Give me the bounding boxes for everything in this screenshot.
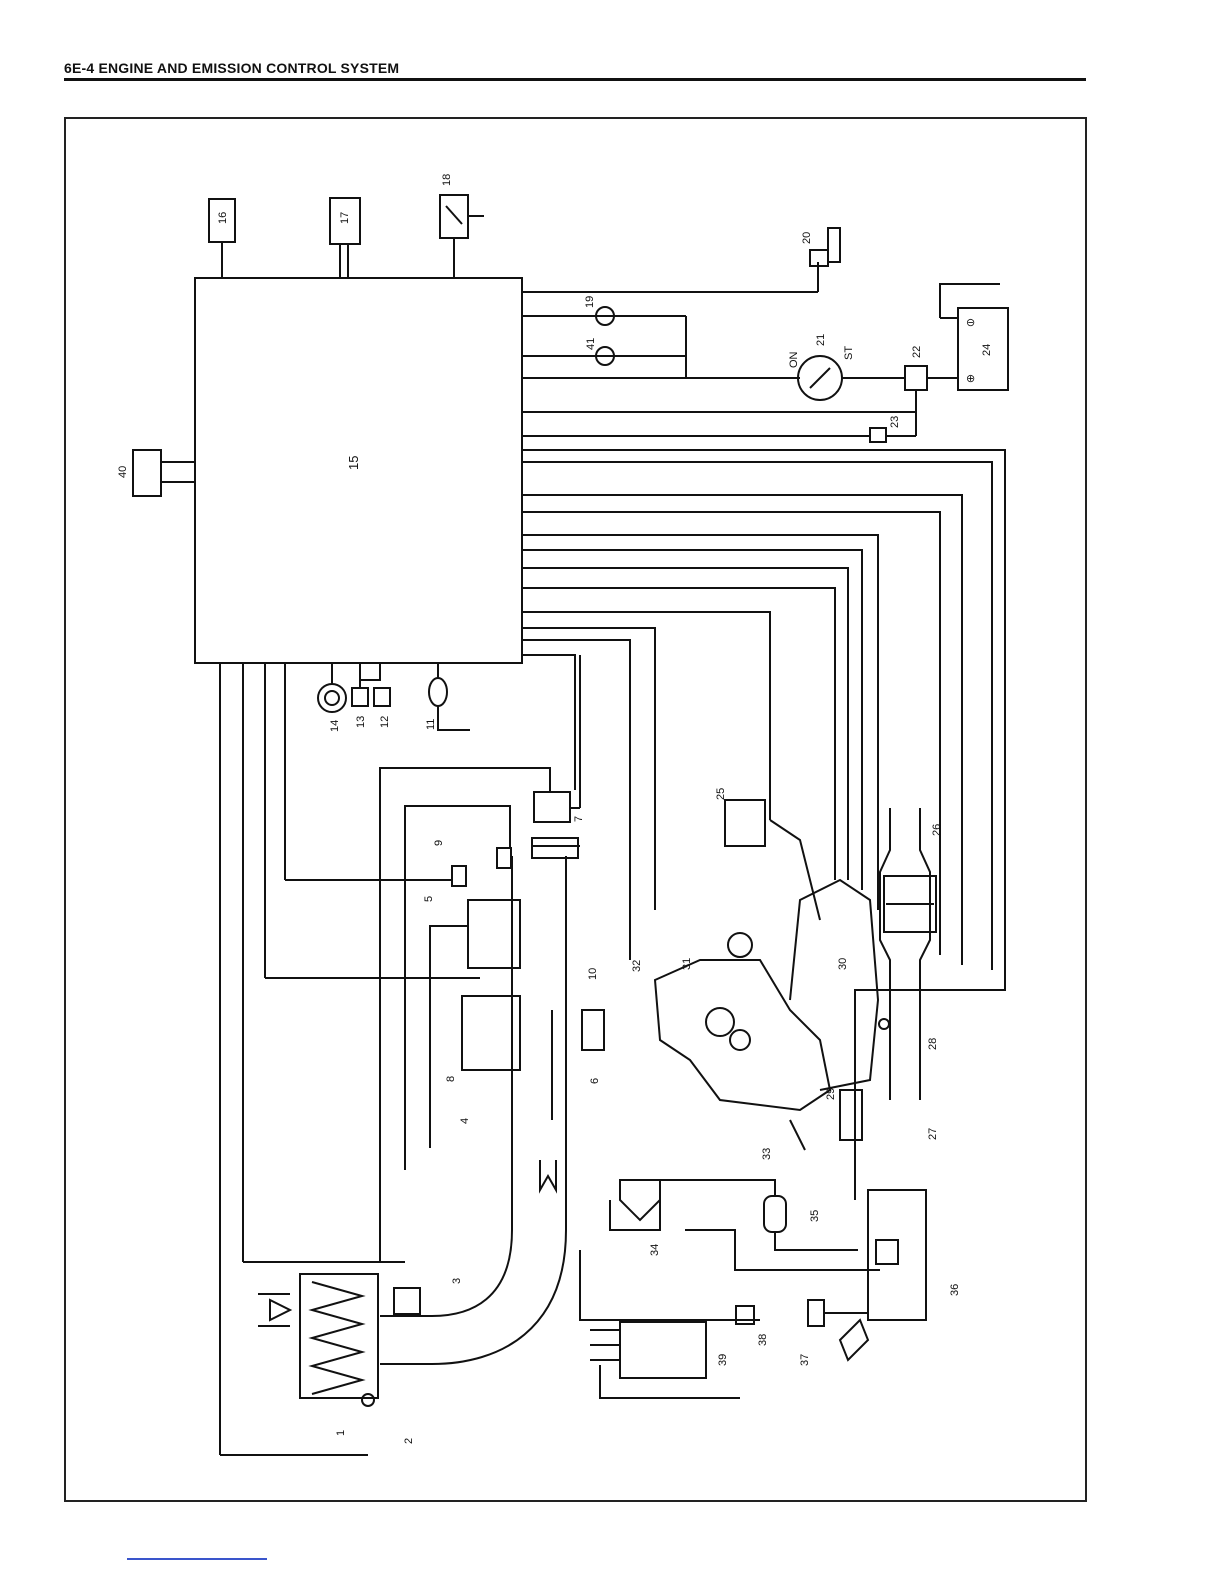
component-36-pump	[876, 1240, 898, 1264]
component-22-fuse	[905, 366, 927, 390]
component-3-sensor	[394, 1288, 420, 1314]
label-21: 21	[815, 334, 827, 346]
label-20: 20	[801, 232, 813, 244]
footer-link-underline[interactable]	[127, 1558, 267, 1560]
air-cleaner-1	[300, 1274, 378, 1398]
label-40: 40	[117, 466, 129, 478]
label-32: 32	[631, 960, 643, 972]
airflow-arrow	[540, 1160, 556, 1190]
label-34: 34	[649, 1244, 661, 1256]
label-7: 7	[573, 816, 585, 822]
label-37: 37	[799, 1354, 811, 1366]
label-11: 11	[425, 719, 437, 730]
label-25: 25	[715, 788, 727, 800]
label-5: 5	[423, 896, 435, 902]
label-16: 16	[217, 212, 229, 224]
label-18: 18	[441, 174, 453, 186]
label-24: 24	[981, 344, 993, 356]
label-41: 41	[585, 338, 597, 350]
label-28: 28	[927, 1038, 939, 1050]
label-35: 35	[809, 1210, 821, 1222]
component-13-box	[352, 688, 368, 706]
label-3: 3	[451, 1278, 463, 1284]
label-23: 23	[889, 416, 901, 428]
component-34-regulator	[620, 1180, 660, 1220]
fuel-filler-neck	[840, 1320, 868, 1360]
component-37-valve	[808, 1300, 824, 1326]
label-15: 15	[346, 456, 361, 470]
component-35-filter	[764, 1196, 786, 1232]
component-28-sensor	[879, 1019, 889, 1029]
component-25-valve	[725, 800, 765, 846]
label-30: 30	[837, 958, 849, 970]
label-2: 2	[403, 1438, 415, 1444]
component-2-sensor	[362, 1394, 374, 1406]
label-33: 33	[761, 1148, 773, 1160]
label-1: 1	[335, 1430, 347, 1436]
component-7-injector	[534, 792, 570, 822]
component-29-muffler	[840, 1090, 862, 1140]
battery-positive-icon: ⊕	[966, 373, 975, 385]
duct-segment	[497, 848, 511, 868]
component-39-canister	[620, 1322, 706, 1378]
label-switch-st: ST	[843, 346, 855, 360]
label-6: 6	[589, 1078, 601, 1084]
component-6-sensor	[582, 1010, 604, 1050]
component-20-body	[828, 228, 840, 262]
component-38-valve	[736, 1306, 754, 1324]
label-4: 4	[459, 1118, 471, 1124]
label-8: 8	[445, 1076, 457, 1082]
engine-block	[655, 960, 830, 1110]
component-12-box	[374, 688, 390, 706]
label-switch-on: ON	[788, 351, 800, 368]
label-31: 31	[681, 958, 693, 970]
label-22: 22	[911, 346, 923, 358]
label-38: 38	[757, 1334, 769, 1346]
label-27: 27	[927, 1128, 939, 1140]
label-9: 9	[433, 840, 445, 846]
label-13: 13	[355, 716, 367, 728]
label-39: 39	[717, 1354, 729, 1366]
label-29: 29	[825, 1088, 837, 1100]
engine-camshaft	[706, 1008, 734, 1036]
label-17: 17	[339, 212, 351, 224]
component-31-sensor	[728, 933, 752, 957]
component-14-sensor	[318, 684, 346, 712]
air-filter-element	[312, 1282, 362, 1394]
label-10: 10	[587, 968, 599, 980]
exhaust-manifold	[790, 880, 878, 1090]
label-14: 14	[329, 720, 341, 732]
label-12: 12	[379, 716, 391, 728]
component-23-fuse	[870, 428, 886, 442]
label-26: 26	[931, 824, 943, 836]
component-11-sensor	[429, 678, 447, 706]
component-9-sensor	[452, 866, 466, 886]
throttle-body-top	[532, 838, 578, 858]
label-19: 19	[584, 296, 596, 308]
component-33-plug	[790, 1120, 805, 1150]
intake-arrow	[270, 1300, 290, 1320]
component-40-box	[133, 450, 161, 496]
label-36: 36	[949, 1284, 961, 1296]
battery-negative-icon: ⊖	[966, 317, 975, 329]
